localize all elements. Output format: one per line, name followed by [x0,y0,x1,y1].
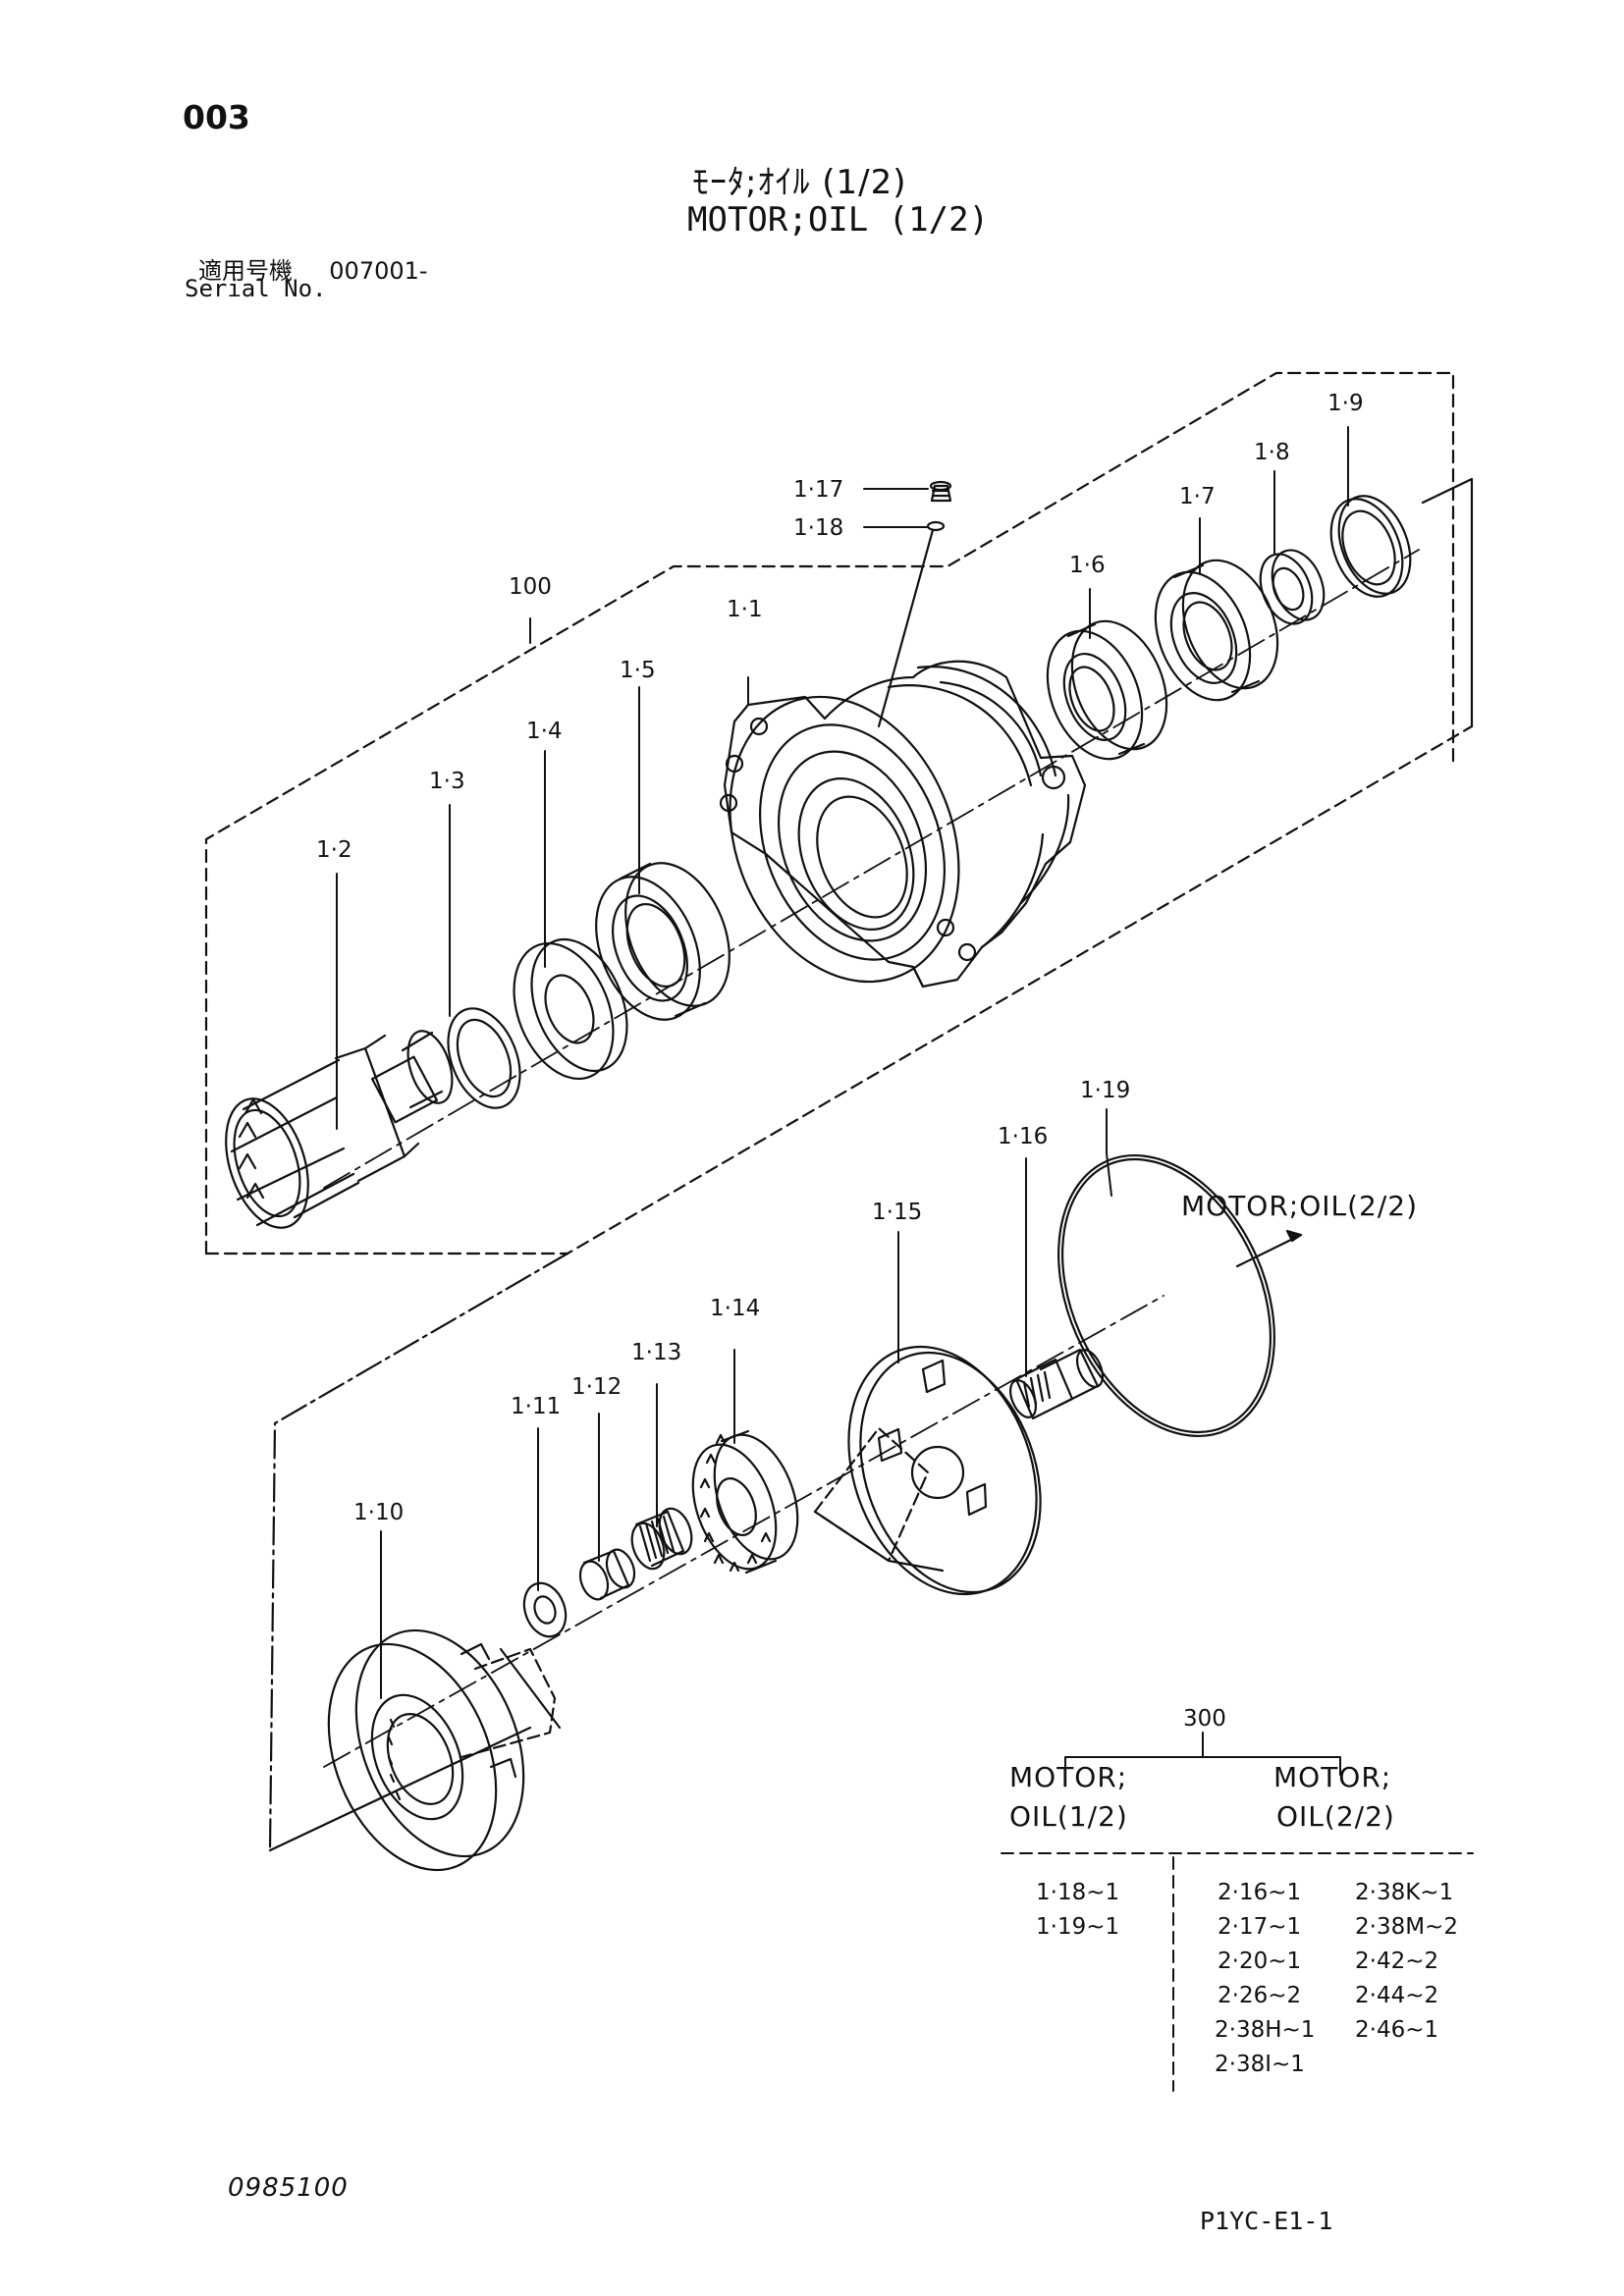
callout-1-13: 1·13 [631,1340,681,1365]
group-left-item: 1·19~1 [1036,1914,1119,1940]
bearing-1-5 [595,862,731,1021]
group-right-item: 2·38K~1 [1355,1880,1453,1905]
needle-bearing-1-13 [630,1507,693,1571]
group-right-item: 2·42~2 [1355,1949,1438,1974]
thrust-washer-1-11 [522,1581,568,1638]
group-left-item: 1·18~1 [1036,1880,1119,1905]
title-english: MOTOR;OIL (1/2) [687,200,990,240]
group-right-item: 2·38H~1 [1215,2017,1315,2043]
callout-1-10: 1·10 [353,1500,404,1525]
callout-1-1: 1·1 [727,597,763,622]
group-right-item: 2·38M~2 [1355,1914,1458,1940]
planet-gear-1-14 [691,1429,799,1575]
callout-100: 100 [509,574,552,600]
drawing-code: 0985100 [228,2173,349,2203]
arrow-head [1285,1229,1303,1243]
callout-1-9: 1·9 [1327,391,1364,416]
snap-ring-1-3 [447,1007,521,1109]
group-right-item: 2·44~2 [1355,1983,1438,2008]
group-table: 300 MOTOR; OIL(1/2) MOTOR; OIL(2/2) 1·18… [1009,1706,1458,2077]
callout-leaders [336,426,1349,1699]
assembly-100-boundary [204,371,1455,1255]
callout-1-3: 1·3 [429,769,465,794]
serial-label-jp: 適用号機 [198,257,293,285]
callout-1-12: 1·12 [571,1374,622,1400]
page-number: 003 [183,98,250,136]
callout-1-17: 1·17 [793,477,843,503]
callout-1-4: 1·4 [526,719,563,744]
callout-1-5: 1·5 [620,658,656,683]
callout-1-16: 1·16 [998,1124,1048,1149]
callout-1-19: 1·19 [1080,1078,1130,1103]
carrier-1-10 [327,1629,562,1872]
oil-seal-1-6 [1046,619,1168,761]
housing-1-1 [719,660,1087,988]
spline-shaft-1-16 [1008,1348,1105,1420]
serial-value: 007001- [329,257,428,285]
title-japanese: ﾓｰﾀ;ｵｲﾙ (1/2) [692,163,907,202]
continuation-note: MOTOR;OIL(2/2) [1181,1190,1418,1222]
group-right-header-1: MOTOR; [1273,1761,1391,1793]
group-right-item: 2·16~1 [1218,1880,1301,1905]
group-right-item: 2·20~1 [1218,1949,1301,1974]
lock-nut-1-8 [1259,549,1326,625]
group-left-header-1: MOTOR; [1009,1761,1127,1793]
o-ring-1-19 [1057,1153,1275,1438]
group-parent-300: 300 [1183,1706,1226,1732]
group-right-item: 2·17~1 [1218,1914,1301,1940]
plug-1-17 [929,480,952,503]
callout-labels: 100 1·1 1·2 1·3 1·4 1·5 1·6 1·7 1·8 1·9 … [316,391,1364,1525]
o-ring-1-18 [926,520,946,532]
pinion-shaft-1-2 [225,1030,454,1229]
bearing-1-7 [1154,559,1279,702]
arrow-shaft [1235,1233,1303,1268]
callout-1-8: 1·8 [1254,440,1290,465]
lower-center-axis [323,1295,1164,1768]
group-table-lines [1001,1732,1474,2092]
callout-1-18: 1·18 [793,515,843,541]
group-right-item: 2·38I~1 [1215,2052,1305,2077]
group-right-item: 2·26~2 [1218,1983,1301,2008]
serial-applicability: 適用号機 007001- [198,251,428,286]
callout-1-11: 1·11 [511,1394,561,1419]
callout-1-7: 1·7 [1179,484,1216,509]
group-right-header-2: OIL(2/2) [1276,1800,1395,1833]
group-left-header-2: OIL(1/2) [1009,1800,1128,1833]
collar-1-9 [1329,495,1412,598]
thrust-plate-1-4 [513,937,628,1081]
callout-1-15: 1·15 [872,1200,922,1225]
serial-label-en: Serial No. [185,275,327,302]
callout-1-14: 1·14 [710,1296,760,1321]
callout-1-2: 1·2 [316,837,352,863]
page-code: P1YC-E1-1 [1200,2207,1333,2235]
group-right-item: 2·46~1 [1355,2017,1438,2043]
upper-center-axis [323,549,1420,1189]
callout-1-6: 1·6 [1069,553,1106,578]
